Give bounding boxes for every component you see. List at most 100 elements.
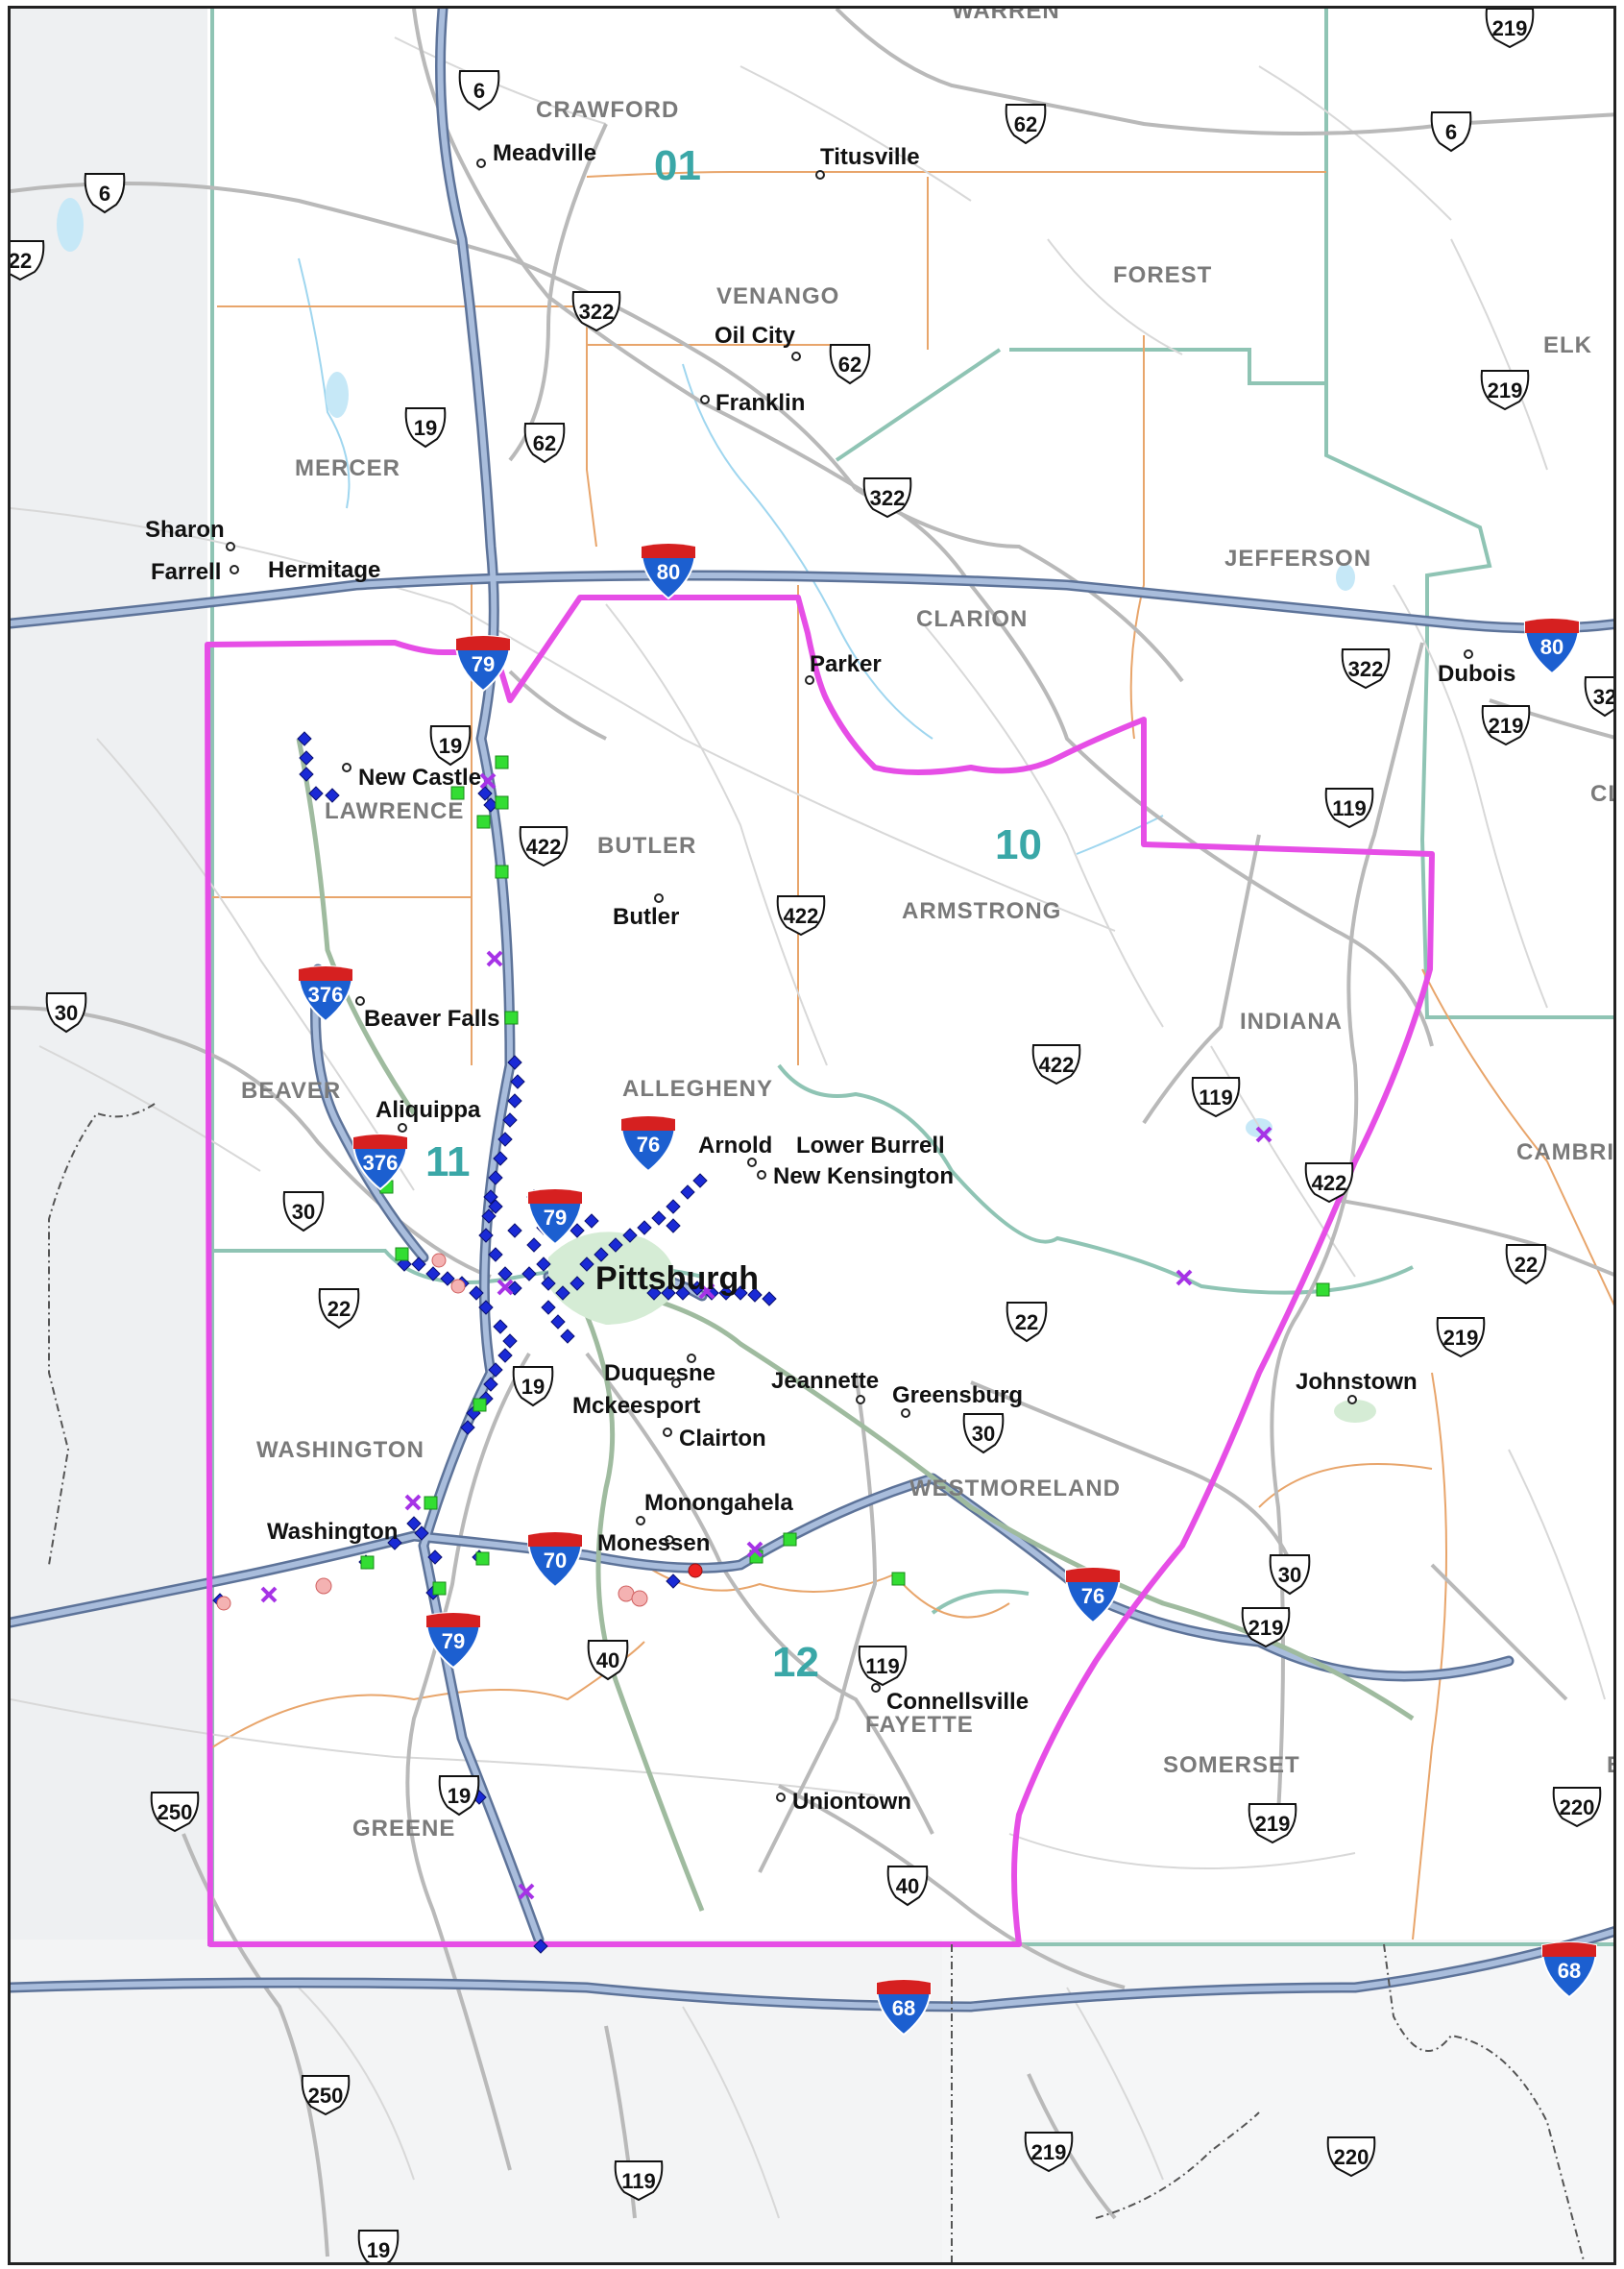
us-route-label: 62 xyxy=(1014,112,1037,136)
us-route-label: 119 xyxy=(621,2169,656,2193)
us-route-label: 6 xyxy=(1445,120,1457,144)
city-label: Dubois xyxy=(1438,661,1515,687)
city-label: Parker xyxy=(810,651,882,677)
district-label: 12 xyxy=(772,1639,819,1686)
county-label: GREENE xyxy=(352,1816,455,1842)
us-route-label: 62 xyxy=(533,431,556,455)
city-label: Sharon xyxy=(145,517,225,543)
city-label: Connellsville xyxy=(886,1689,1029,1715)
us-route-label: 30 xyxy=(1278,1563,1301,1587)
us-route-label: 19 xyxy=(448,1784,471,1808)
us-route-label: 22 xyxy=(327,1297,351,1321)
county-label: CLARION xyxy=(916,606,1028,632)
us-route-label: 250 xyxy=(308,2084,344,2108)
city-label: Mckeesport xyxy=(572,1393,700,1419)
us-route-label: 22 xyxy=(11,249,32,273)
district-label: 11 xyxy=(425,1138,471,1185)
city-label: Aliquippa xyxy=(376,1097,481,1123)
map-canvas[interactable]: WARREN CRAWFORD VENANGO FOREST ELK MERCE… xyxy=(11,9,1616,2265)
city-label: Titusville xyxy=(820,144,920,170)
us-route-label: 422 xyxy=(526,835,562,859)
city-label: Beaver Falls xyxy=(364,1006,499,1032)
city-label: New Kensington xyxy=(773,1163,954,1189)
county-label: CRAWFORD xyxy=(536,97,679,123)
city-label: Washington xyxy=(267,1519,398,1545)
us-route-label: 219 xyxy=(1248,1616,1284,1640)
marker-x xyxy=(260,772,1273,1900)
county-label: LAWRENCE xyxy=(325,798,464,824)
interstate-label: 79 xyxy=(544,1206,567,1230)
interstate-label: 376 xyxy=(308,983,344,1007)
interstate-label: 76 xyxy=(637,1133,660,1157)
district-11-boundary xyxy=(205,595,1435,1947)
state-lines xyxy=(207,9,1613,1946)
us-route-label: 219 xyxy=(1255,1812,1291,1836)
county-label: ELK xyxy=(1543,332,1592,358)
edge-label: B xyxy=(1607,1752,1616,1778)
district-label: 01 xyxy=(654,142,701,189)
district-label: 10 xyxy=(995,821,1042,868)
us-route-label: 30 xyxy=(55,1001,78,1025)
us-route-label: 6 xyxy=(473,79,485,103)
interstate-label: 68 xyxy=(1558,1959,1581,1983)
us-route-label: 32 xyxy=(1593,685,1616,709)
interstate-label: 80 xyxy=(657,560,680,584)
us-route-label: 30 xyxy=(292,1200,315,1224)
johnstown-urban-area xyxy=(1334,1400,1376,1423)
city-label: Uniontown xyxy=(792,1789,911,1815)
us-route-label: 220 xyxy=(1334,2145,1369,2169)
county-label: VENANGO xyxy=(716,283,839,309)
county-label: JEFFERSON xyxy=(1224,546,1371,572)
pittsburgh-urban-area xyxy=(548,1232,675,1325)
city-label: Franklin xyxy=(715,390,805,416)
us-route-label: 322 xyxy=(579,300,615,324)
city-label: Duquesne xyxy=(604,1360,715,1386)
partial-edge-labels: CL 32 B xyxy=(1584,676,1616,1778)
us-route-label: 19 xyxy=(414,416,437,440)
district-labels: 01 10 11 12 xyxy=(425,142,1042,1686)
city-label: Hermitage xyxy=(268,557,380,583)
county-label: SOMERSET xyxy=(1163,1752,1300,1778)
marker-diamonds xyxy=(212,731,777,1954)
county-label: BUTLER xyxy=(597,833,696,859)
us-route-label: 119 xyxy=(1332,796,1367,820)
us-route-lines xyxy=(11,9,1613,2257)
county-label: FAYETTE xyxy=(865,1712,974,1738)
edge-label: CL xyxy=(1590,781,1616,807)
county-label: MERCER xyxy=(295,455,400,481)
city-label: Lower Burrell xyxy=(796,1133,945,1159)
us-route-label: 19 xyxy=(521,1375,545,1399)
city-label: Farrell xyxy=(151,559,221,585)
interstate-shields: 80 80 79 376 76 376 79 70 76 79 68 68 xyxy=(297,543,1598,2037)
city-labels: Meadville Titusville Oil City Franklin S… xyxy=(145,140,1515,1815)
county-label: WASHINGTON xyxy=(256,1437,424,1463)
interstate-label: 79 xyxy=(442,1629,465,1653)
county-label: WESTMORELAND xyxy=(909,1476,1121,1501)
city-label: Arnold xyxy=(698,1133,772,1159)
city-label: Clairton xyxy=(679,1426,766,1452)
ohio-shade xyxy=(11,9,207,2262)
us-route-label: 22 xyxy=(1015,1310,1038,1334)
us-route-label: 220 xyxy=(1560,1795,1595,1819)
us-route-label: 219 xyxy=(1031,2140,1067,2164)
minor-roads xyxy=(11,37,1606,2219)
interstate-label: 376 xyxy=(363,1151,399,1175)
map-frame[interactable]: WARREN CRAWFORD VENANGO FOREST ELK MERCE… xyxy=(8,6,1616,2265)
us-route-label: 422 xyxy=(784,904,819,928)
county-label: ARMSTRONG xyxy=(902,898,1061,924)
county-label: INDIANA xyxy=(1240,1009,1343,1035)
city-label: Monongahela xyxy=(644,1490,793,1516)
us-route-label: 422 xyxy=(1312,1171,1347,1195)
city-label: Johnstown xyxy=(1296,1369,1418,1395)
us-route-label: 6 xyxy=(99,182,110,206)
interstate-label: 70 xyxy=(544,1549,567,1573)
us-route-label: 40 xyxy=(896,1874,919,1898)
city-label: New Castle xyxy=(358,765,481,791)
water-features xyxy=(298,257,1164,855)
us-route-label: 119 xyxy=(865,1654,900,1678)
us-route-label: 422 xyxy=(1039,1053,1075,1077)
state-dashed-lines xyxy=(48,1103,1586,2262)
interstate-label: 76 xyxy=(1081,1584,1104,1608)
interstate-label: 80 xyxy=(1540,635,1563,659)
us-route-label: 322 xyxy=(1348,657,1384,681)
